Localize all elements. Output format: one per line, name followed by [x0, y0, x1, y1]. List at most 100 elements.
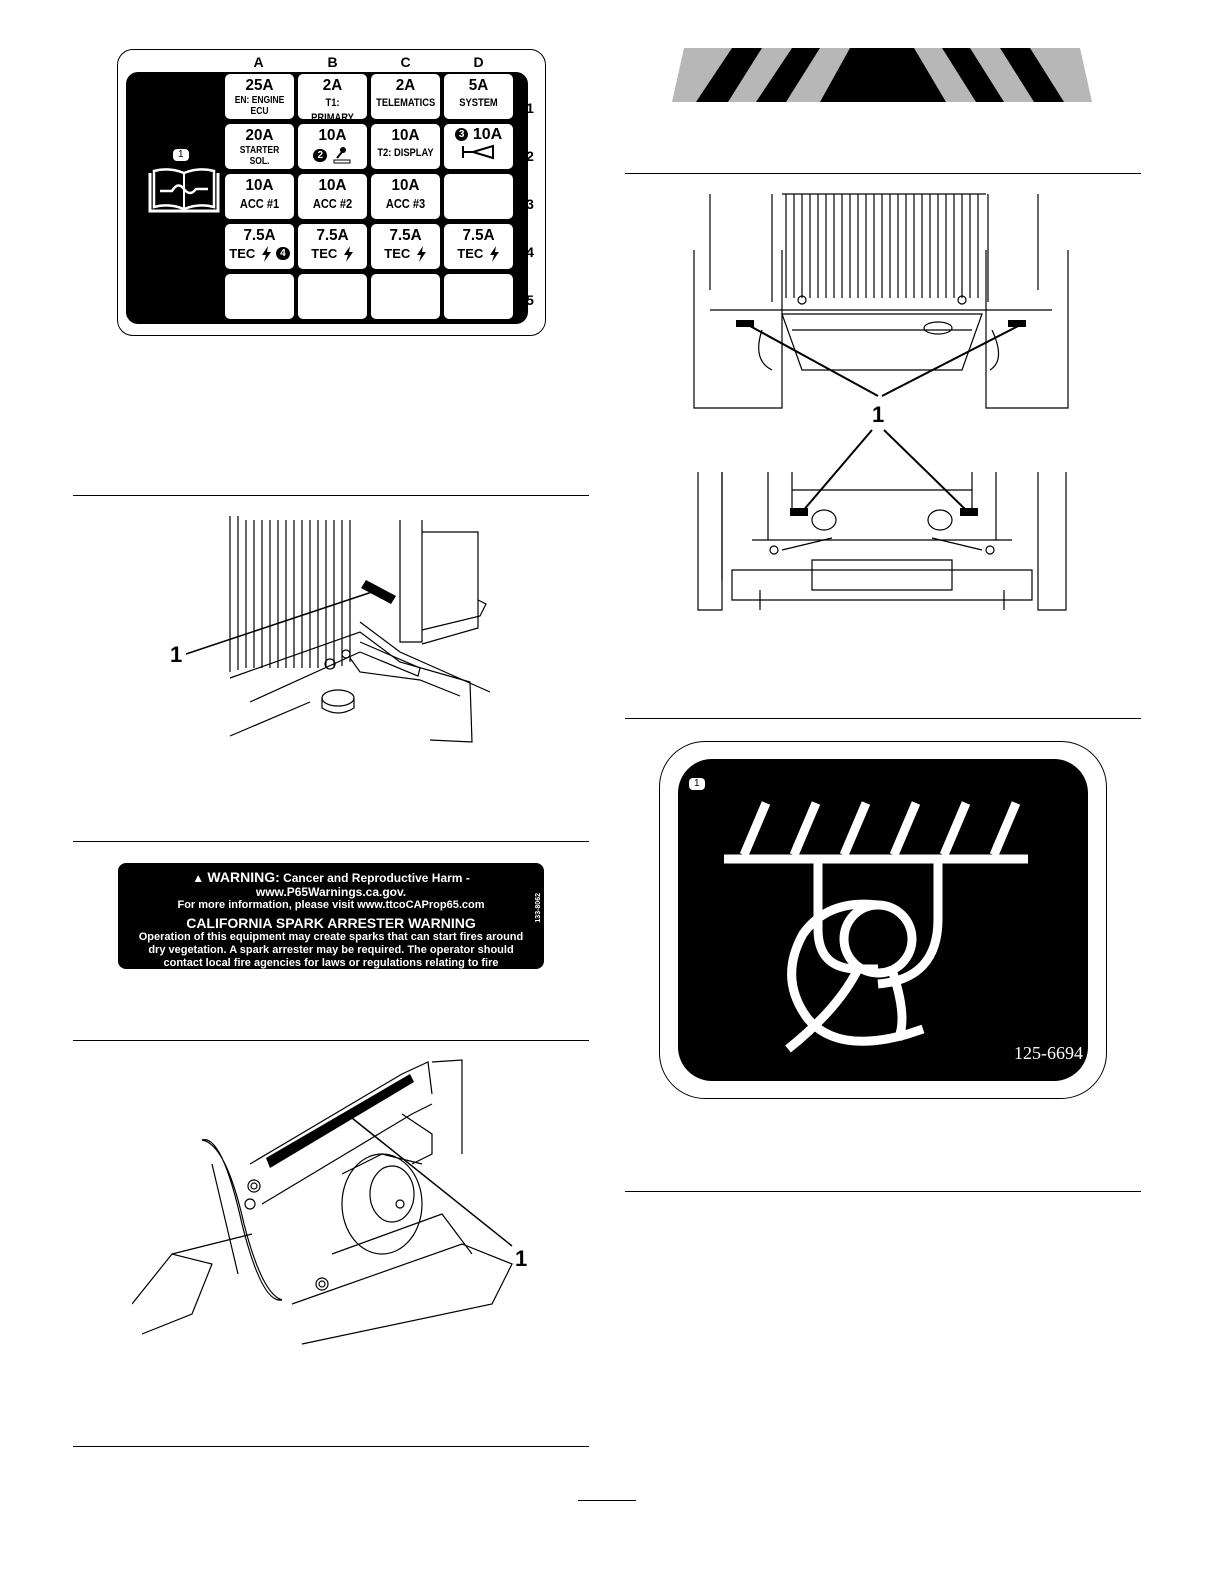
fuse-desc: TEC: [311, 246, 338, 261]
fuse-cell-a5: [225, 274, 294, 319]
section-divider: [625, 718, 1141, 719]
row-label-3: 3: [526, 196, 534, 212]
column-label-d: D: [473, 54, 484, 70]
fuse-desc: TEC: [229, 246, 256, 261]
fuse-amp: 10A: [245, 177, 274, 194]
callout-number: 1: [515, 1246, 528, 1271]
hose-decal-part-number: 125-6694: [1014, 1043, 1083, 1063]
fuse-amp: 7.5A: [462, 227, 495, 244]
callout-number: 1: [170, 642, 183, 667]
decal-location-figure-loader: [132, 1059, 513, 1345]
warning-title: CALIFORNIA SPARK ARRESTER WARNING: [186, 915, 476, 931]
section-divider: [73, 841, 589, 842]
hose-decal-panel: 1 125-6694: [678, 759, 1088, 1081]
fuse-desc: T1: PRIMARY: [311, 97, 354, 119]
page-number-rule: [578, 1500, 636, 1501]
section-divider: [73, 1040, 589, 1041]
fuse-desc: ACC #3: [385, 196, 426, 211]
fuse-cell-c5: [371, 274, 440, 319]
warning-body: Operation of this equipment may create s…: [138, 931, 524, 982]
fuse-amp: 2A: [322, 77, 343, 94]
fuse-cell-c4: 7.5A TEC: [371, 224, 440, 269]
warning-word: WARNING:: [207, 869, 280, 885]
fuse-cell-a4: 7.5A TEC 4: [225, 224, 294, 269]
section-divider: [73, 1446, 589, 1447]
decal-location-figure-rear: [693, 193, 1069, 611]
fuse-desc: ACC #1: [239, 196, 280, 211]
row-label-4: 4: [526, 244, 534, 260]
fuse-desc: EN: ENGINE ECU: [234, 95, 285, 117]
hose-entanglement-decal: 1 125-6694: [659, 741, 1107, 1099]
fuse-cell-b1: 2A T1: PRIMARY: [298, 74, 367, 119]
fuse-cell-a3: 10A ACC #1: [225, 174, 294, 219]
stripe-decal: [672, 48, 1092, 102]
fuse-amp: 2A: [395, 77, 416, 94]
section-divider: [625, 1191, 1141, 1192]
fuse-cell-b2: 10A 2: [298, 124, 367, 169]
warning-line-1: Cancer and Reproductive Harm - www.P65Wa…: [255, 871, 470, 899]
fuse-desc: STARTER SOL.: [239, 145, 280, 167]
entanglement-hazard-icon: [724, 801, 1028, 1053]
fuse-decal-part-number: 139-1206: [146, 321, 206, 337]
fuse-amp: 25A: [245, 77, 274, 94]
fuse-desc: SYSTEM: [459, 97, 498, 109]
fuse-amp: 10A: [472, 126, 503, 143]
fuse-cell-d3: [444, 174, 513, 219]
fuse-cell-b3: 10A ACC #2: [298, 174, 367, 219]
fuse-cell-a2: 20A STARTER SOL.: [225, 124, 294, 169]
lightning-icon: [343, 245, 353, 262]
warning-decal-code: 133-8062: [535, 893, 542, 923]
fuse-amp: 10A: [318, 127, 347, 144]
fuse-desc: TEC: [457, 246, 484, 261]
fuse-cell-d5: [444, 274, 513, 319]
warning-line-2: For more information, please visit www.t…: [177, 899, 485, 911]
fuse-cell-d4: 7.5A TEC: [444, 224, 513, 269]
fuse-panel: 1 25A EN: ENGINE ECU 2A T1: PRIMARY 2A T…: [126, 72, 528, 337]
spark-arrester-warning-decal: ▲ WARNING: Cancer and Reproductive Harm …: [118, 863, 544, 982]
fuse-amp: 10A: [391, 177, 420, 194]
fuse-desc: ACC #2: [312, 196, 353, 211]
column-label-b: B: [327, 54, 338, 70]
fuse-desc: TEC: [384, 246, 411, 261]
fuse-desc: TELEMATICS: [376, 97, 436, 109]
fuse-cell-b5: [298, 274, 367, 319]
fuse-cell-c1: 2A TELEMATICS: [371, 74, 440, 119]
decal-location-figure-side: [185, 516, 490, 743]
callout-badge-1: 1: [172, 144, 190, 162]
callout-badge-3: 3: [454, 128, 469, 142]
callout-badge-2: 2: [313, 148, 328, 162]
column-label-c: C: [400, 54, 411, 70]
section-divider: [73, 495, 589, 496]
fuse-decal: A B C D 1 25A EN: ENGINE ECU 2A T1: PRIM…: [117, 49, 546, 337]
fuse-amp: 10A: [391, 127, 420, 144]
fuse-amp: 7.5A: [316, 227, 349, 244]
row-label-1: 1: [526, 100, 534, 116]
power-point-icon: [333, 147, 350, 164]
fuse-amp: 7.5A: [243, 227, 276, 244]
callout-number: 1: [172, 148, 190, 162]
fuse-cell-a1: 25A EN: ENGINE ECU: [225, 74, 294, 119]
column-label-a: A: [253, 54, 264, 70]
fuse-cell-c2: 10A T2: DISPLAY: [371, 124, 440, 169]
row-label-5: 5: [526, 292, 534, 308]
fuse-amp: 5A: [468, 77, 489, 94]
horn-icon: [461, 144, 494, 160]
fuse-amp: 10A: [318, 177, 347, 194]
warning-triangle-icon: ▲: [192, 871, 205, 885]
lightning-icon: [261, 245, 271, 262]
fuse-amp: 7.5A: [389, 227, 422, 244]
lightning-icon: [489, 245, 499, 262]
read-manual-icon: [148, 168, 220, 213]
callout-number: 1: [688, 777, 706, 791]
section-divider: [625, 173, 1141, 174]
fuse-cell-d1: 5A SYSTEM: [444, 74, 513, 119]
fuse-cell-c3: 10A ACC #3: [371, 174, 440, 219]
fuse-amp: 20A: [245, 127, 274, 144]
callout-number: 1: [872, 402, 885, 427]
fuse-cell-d2: 3 10A: [444, 124, 513, 169]
fuse-cell-b4: 7.5A TEC: [298, 224, 367, 269]
fuse-desc: T2: DISPLAY: [377, 147, 434, 159]
row-label-2: 2: [526, 148, 534, 164]
lightning-icon: [416, 245, 426, 262]
callout-badge-4: 4: [276, 247, 290, 261]
